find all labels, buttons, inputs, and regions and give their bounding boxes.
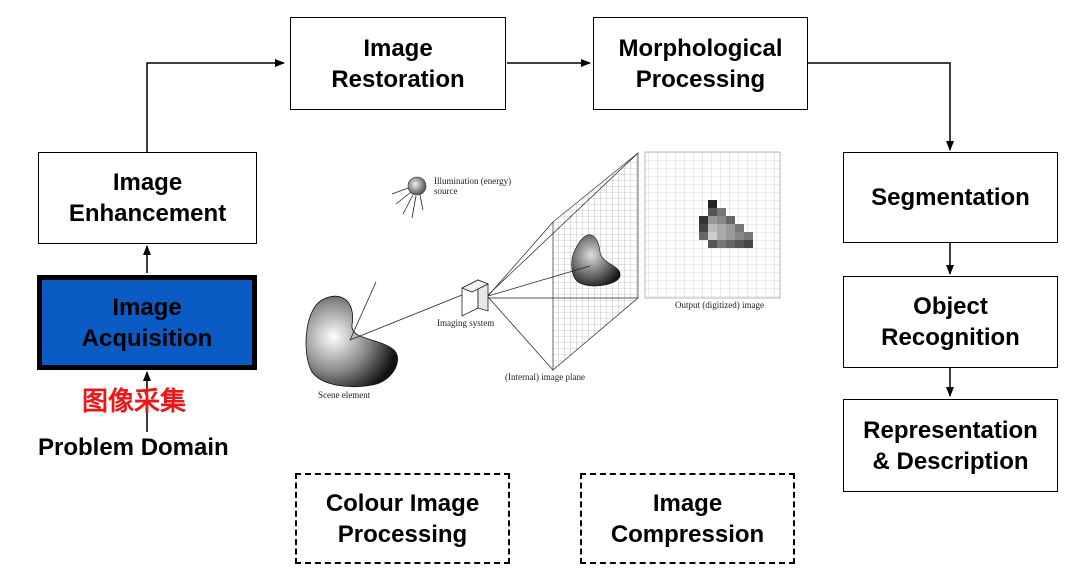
imaging-system-label: Imaging system bbox=[437, 318, 494, 328]
morphological-processing-box: Morphological Processing bbox=[593, 17, 808, 110]
light-rays bbox=[391, 187, 424, 219]
digitized-pixels bbox=[699, 200, 753, 248]
image-compression-line-2: Compression bbox=[610, 520, 765, 548]
scene-element-shape bbox=[305, 295, 398, 387]
image-restoration-line-1: Image bbox=[363, 34, 433, 62]
image-compression-box: Image Compression bbox=[580, 473, 795, 564]
colour-image-processing-box: Colour Image Processing bbox=[295, 473, 510, 564]
illumination-label-1: Illumination (energy) bbox=[434, 176, 511, 186]
object-recognition-line-1: Object bbox=[913, 293, 988, 320]
image-restoration-box: Image Restoration bbox=[290, 17, 506, 110]
image-acquisition-box: Image Acquisition bbox=[37, 275, 257, 370]
colour-image-processing-line-1: Colour Image bbox=[325, 489, 480, 517]
scene-element-label: Scene element bbox=[318, 390, 371, 400]
image-acquisition-line-1: Image bbox=[112, 293, 182, 321]
representation-description-line-1: Representation bbox=[863, 416, 1038, 444]
representation-description-box: Representation & Description bbox=[843, 399, 1058, 492]
image-plane-label: (Internal) image plane bbox=[505, 372, 585, 382]
segmentation-label: Segmentation bbox=[871, 184, 1030, 211]
image-compression-line-1: Image bbox=[652, 489, 723, 517]
image-enhancement-line-1: Image bbox=[112, 169, 183, 196]
representation-description-line-2: & Description bbox=[872, 447, 1029, 475]
image-restoration-line-2: Restoration bbox=[331, 65, 465, 93]
segmentation-box: Segmentation bbox=[843, 152, 1058, 243]
image-acquisition-chinese-label: 图像采集 bbox=[82, 387, 187, 417]
image-enhancement-box: Image Enhancement bbox=[38, 152, 257, 244]
arrow-enhancement-to-restoration bbox=[146, 59, 285, 152]
morphological-processing-line-1: Morphological bbox=[618, 34, 783, 62]
imaging-system-box bbox=[461, 279, 489, 317]
arrow-morphological-to-segmentation bbox=[808, 62, 954, 151]
object-recognition-box: Object Recognition bbox=[843, 276, 1058, 368]
image-acquisition-line-2: Acquisition bbox=[81, 324, 213, 352]
output-image-label: Output (digitized) image bbox=[675, 300, 764, 310]
projected-blob bbox=[571, 234, 621, 287]
illumination-label-2: source bbox=[434, 186, 458, 196]
problem-domain-label: Problem Domain bbox=[38, 434, 229, 461]
morphological-processing-line-2: Processing bbox=[635, 65, 766, 93]
colour-image-processing-line-2: Processing bbox=[337, 520, 468, 548]
object-recognition-line-2: Recognition bbox=[881, 324, 1020, 351]
illumination-source-icon bbox=[407, 176, 427, 196]
image-enhancement-line-2: Enhancement bbox=[68, 200, 227, 227]
